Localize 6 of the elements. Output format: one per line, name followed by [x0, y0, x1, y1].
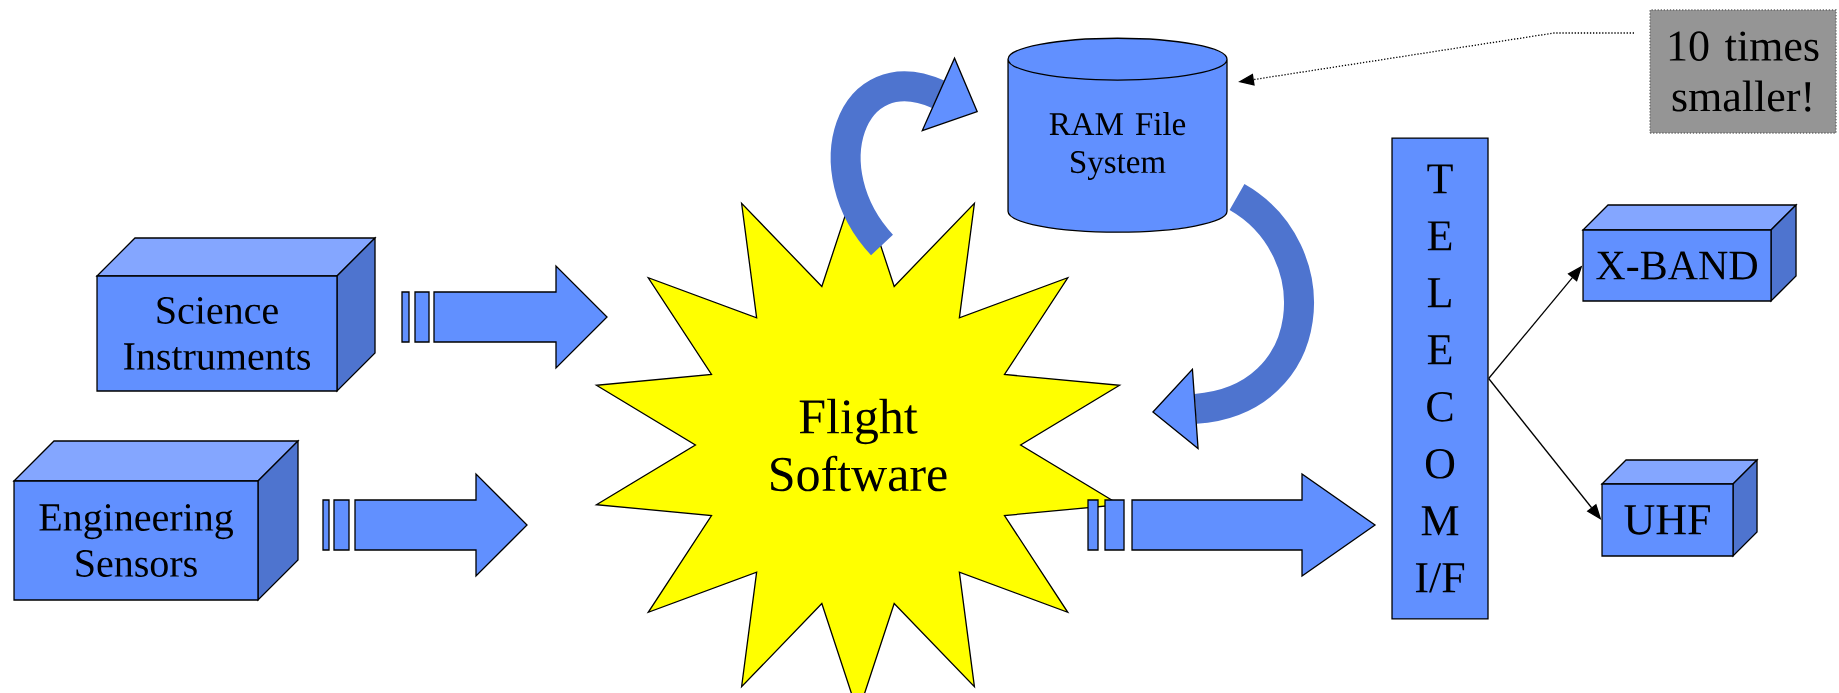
storage-cylinder: RAM File System	[1007, 37, 1228, 233]
callout-box: 10 times smaller!	[1649, 9, 1837, 134]
block-arrow	[401, 264, 608, 370]
block-arrow	[1087, 472, 1377, 578]
process-box: T E L E C O M I/F	[1391, 137, 1489, 620]
block-arrow	[322, 472, 528, 578]
